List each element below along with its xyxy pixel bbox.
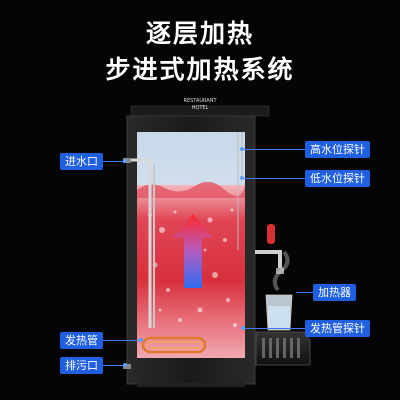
callout-heating-tube: 发热管 <box>60 332 103 349</box>
callout-drain: 排污口 <box>60 357 103 374</box>
brand-line-1: RESTAURANT <box>183 98 217 104</box>
inlet-pipe <box>130 158 152 328</box>
heating-tube <box>141 336 207 354</box>
callout-tube-probe: 发热管探针 <box>305 320 370 337</box>
faucet <box>255 250 282 268</box>
headline-line-1: 逐层加热 <box>145 19 254 48</box>
steam <box>272 250 290 292</box>
headline-line-2: 步进式加热系统 <box>105 55 295 84</box>
callout-water-inlet: 进水口 <box>60 153 103 170</box>
callout-low-probe: 低水位探针 <box>305 170 370 187</box>
callout-high-probe: 高水位探针 <box>305 141 370 158</box>
faucet-handle <box>267 224 275 244</box>
callout-heater: 加热器 <box>313 284 356 301</box>
heat-arrow <box>173 214 213 288</box>
brand-line-2: HOTEL <box>191 105 209 111</box>
